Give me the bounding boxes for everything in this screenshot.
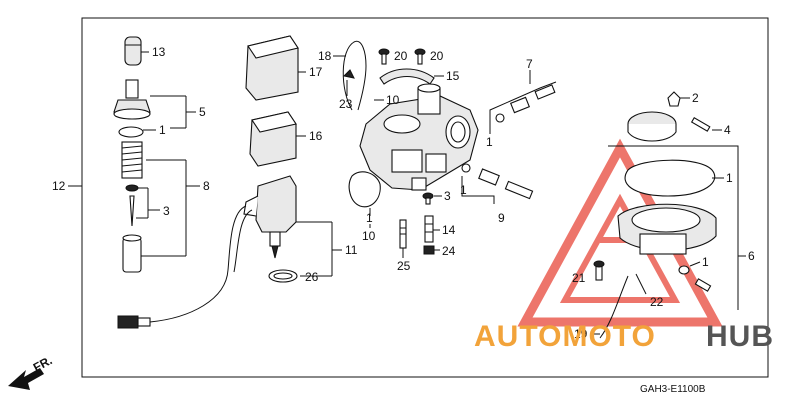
part-16-cover <box>249 111 297 167</box>
part-3-needle <box>129 195 135 227</box>
part-1-oring-left <box>118 126 144 138</box>
part-20-screw-b <box>414 48 426 65</box>
callout-25: 25 <box>397 259 411 273</box>
part-21-screw <box>593 260 605 281</box>
catalog-code: GAH3-E1100B <box>640 384 706 395</box>
callout-3-left: 3 <box>163 204 170 218</box>
part-2-valve <box>667 91 681 107</box>
part-17-cover <box>245 35 299 101</box>
callout-5: 5 <box>199 105 206 119</box>
part-1-bowl-gasket <box>624 159 716 197</box>
part-6-float-bowl <box>617 203 717 255</box>
part-11-auto-choke <box>243 175 297 259</box>
part-14-jet <box>424 215 434 243</box>
callout-1-gasket: 1 <box>366 211 373 225</box>
part-25-jet <box>399 219 407 249</box>
callout-1-left: 1 <box>159 123 166 137</box>
part-24-nut <box>423 245 435 255</box>
callout-19: 19 <box>574 327 588 341</box>
part-1-drain-seal <box>678 265 712 292</box>
part-9-screw-set <box>461 163 534 200</box>
part-8-throttle-valve <box>122 234 142 273</box>
callout-1-bowl: 1 <box>726 171 733 185</box>
callout-20b: 20 <box>430 49 444 63</box>
callout-2: 2 <box>692 91 699 105</box>
callout-13: 13 <box>152 45 166 59</box>
part-4-float <box>627 111 711 142</box>
part-5-top-screw <box>113 79 151 120</box>
callout-6: 6 <box>748 249 755 263</box>
part-10-gasket <box>348 171 381 208</box>
callout-11: 11 <box>345 243 358 257</box>
callout-24: 24 <box>442 244 456 258</box>
callout-3-body: 3 <box>444 189 451 203</box>
part-18-tube <box>342 40 367 111</box>
callout-20a: 20 <box>394 49 408 63</box>
callout-10-top: 10 <box>386 93 400 107</box>
part-13-cap <box>124 36 142 66</box>
callout-15: 15 <box>446 69 460 83</box>
callout-9: 9 <box>498 211 505 225</box>
part-3-screw <box>422 192 434 205</box>
callout-12: 12 <box>52 179 66 193</box>
front-direction-arrow-icon <box>8 368 44 390</box>
callout-1-drain: 1 <box>702 255 709 269</box>
callout-21: 21 <box>572 271 586 285</box>
callout-4: 4 <box>724 123 731 137</box>
watermark-text-orange: AUTOMOTO <box>474 320 656 353</box>
callout-14: 14 <box>442 223 456 237</box>
callout-18: 18 <box>318 49 332 63</box>
callout-7: 7 <box>526 57 533 71</box>
part-20-screw-a <box>378 48 390 65</box>
callout-23: 23 <box>339 97 353 111</box>
callout-22: 22 <box>650 295 664 309</box>
part-3-clip <box>125 184 139 192</box>
callout-26: 26 <box>305 270 319 284</box>
callout-1-set7: 1 <box>486 135 493 149</box>
part-19-drain-tube <box>599 275 629 339</box>
diagram-frame <box>81 17 769 378</box>
part-7-screw-set <box>495 84 556 123</box>
watermark-text-dark: HUB <box>706 320 774 353</box>
carburetor-body <box>359 83 479 191</box>
callout-8: 8 <box>203 179 210 193</box>
callout-16: 16 <box>309 129 323 143</box>
callout-17: 17 <box>309 65 323 79</box>
connector-plug <box>117 315 151 329</box>
part-8-spring <box>121 141 143 179</box>
part-15-plate <box>379 68 435 85</box>
callout-10-bottom: 10 <box>362 229 376 243</box>
choke-wire <box>149 205 247 323</box>
callout-1-set9: 1 <box>460 183 467 197</box>
